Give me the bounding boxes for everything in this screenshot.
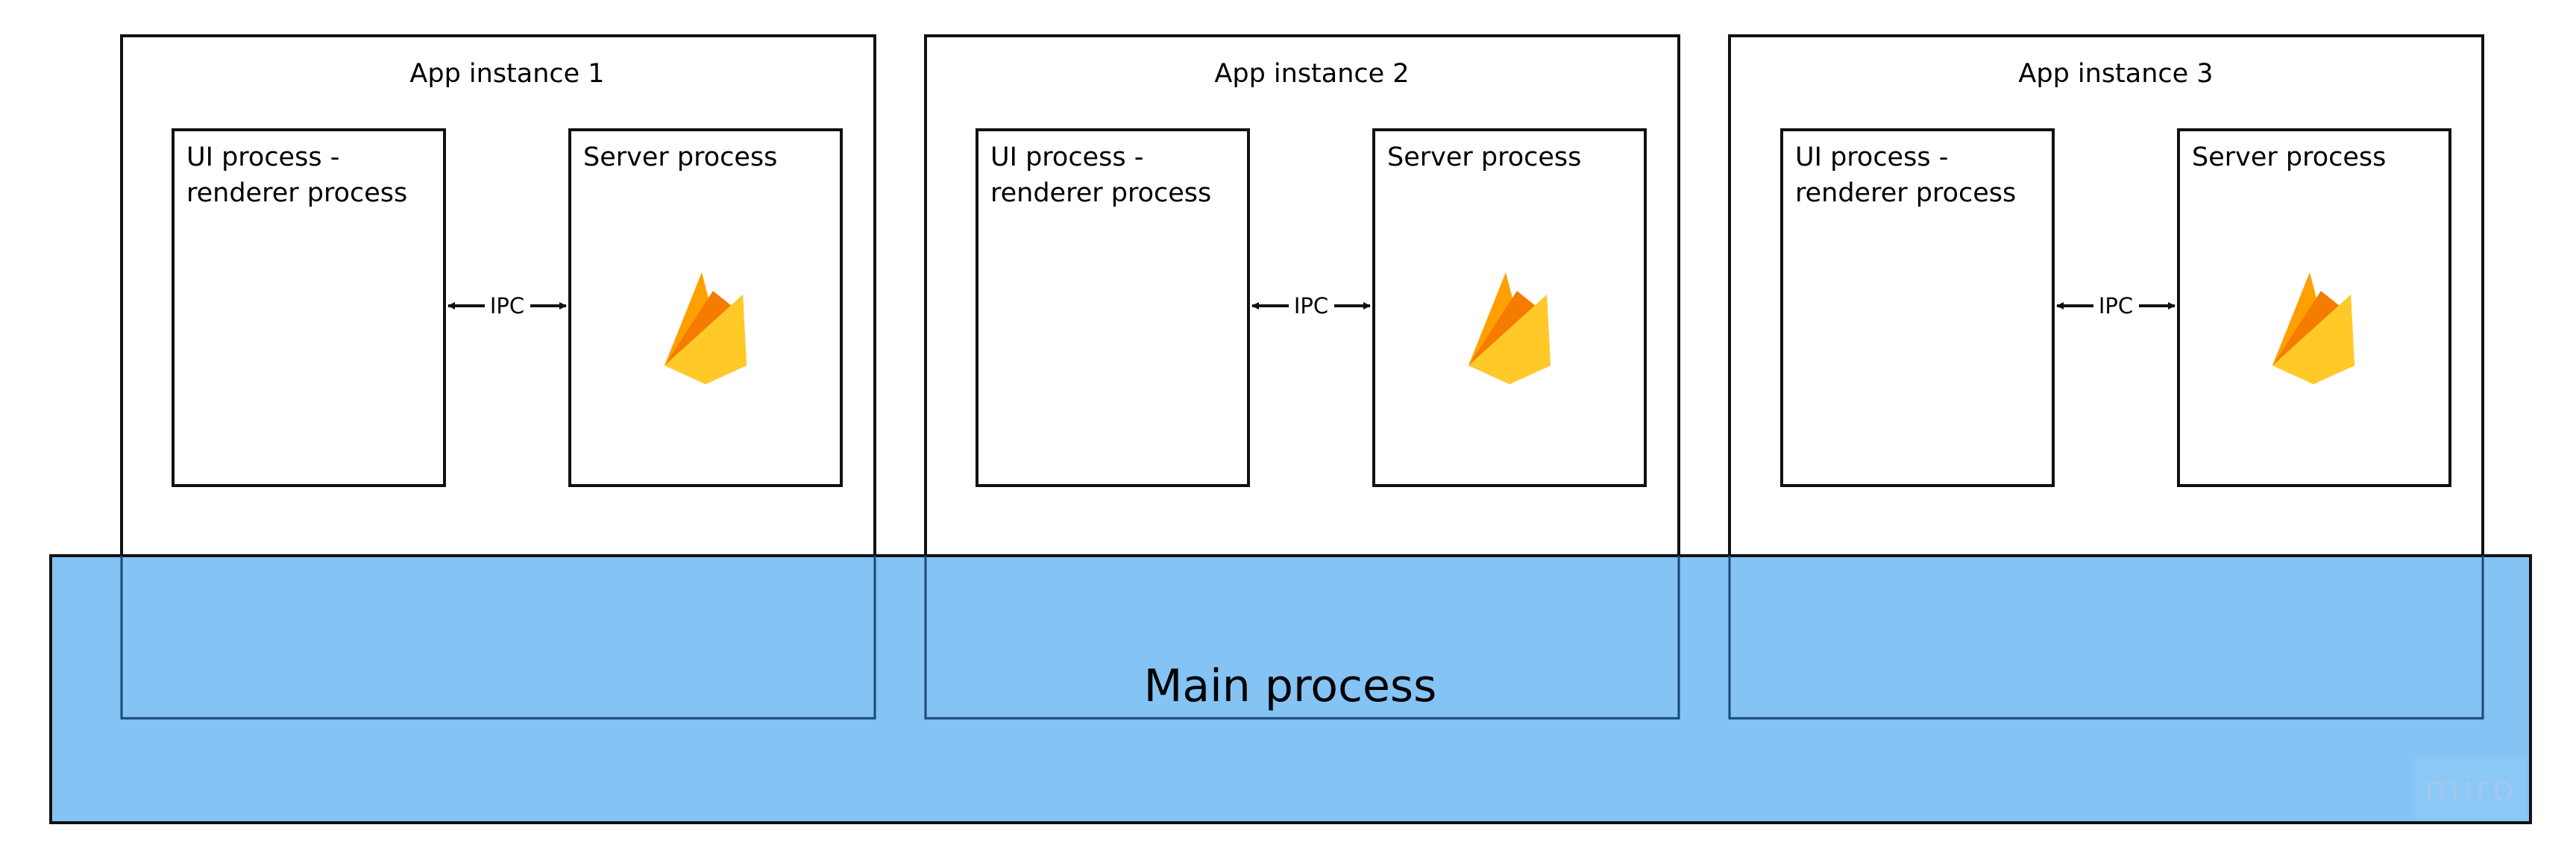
ui-process-box: [976, 128, 1250, 487]
ui-process-label-line1: UI process -: [186, 142, 339, 172]
ui-process-label-line1: UI process -: [1795, 142, 1948, 172]
instance-frame-overlay: [120, 556, 2484, 720]
ui-process-label-line2: renderer process: [990, 178, 1211, 208]
app-instance-title: App instance 2: [1214, 59, 1409, 89]
firebase-flame-icon: [1468, 272, 1551, 384]
server-process-box: [568, 128, 843, 487]
app-instance-title: App instance 3: [2018, 59, 2213, 89]
ui-process-label-line2: renderer process: [1795, 178, 2016, 208]
ui-process-box: [1780, 128, 2055, 487]
main-process-box: [49, 554, 2532, 824]
ui-process-label-line2: renderer process: [186, 178, 407, 208]
ipc-label: IPC: [2099, 293, 2133, 318]
miro-watermark: miro: [2425, 768, 2517, 810]
server-process-label: Server process: [583, 142, 777, 172]
server-process-box: [2177, 128, 2451, 487]
server-process-label: Server process: [1387, 142, 1581, 172]
app-instance-2: App instance 2 UI process - renderer pro…: [924, 34, 1680, 720]
app-instance-title: App instance 1: [409, 59, 604, 89]
ipc-label: IPC: [1294, 293, 1328, 318]
server-process-label: Server process: [2192, 142, 2386, 172]
firebase-flame-icon: [2272, 272, 2354, 384]
server-process-box: [1372, 128, 1647, 487]
main-process-label: Main process: [1144, 660, 1437, 712]
app-instance-1: App instance 1 UI process - renderer pro…: [120, 34, 876, 720]
ui-process-box: [172, 128, 446, 487]
watermark-badge: [2415, 757, 2527, 820]
firebase-flame-icon: [665, 272, 747, 384]
ui-process-label-line1: UI process -: [990, 142, 1143, 172]
ipc-label: IPC: [490, 293, 524, 318]
